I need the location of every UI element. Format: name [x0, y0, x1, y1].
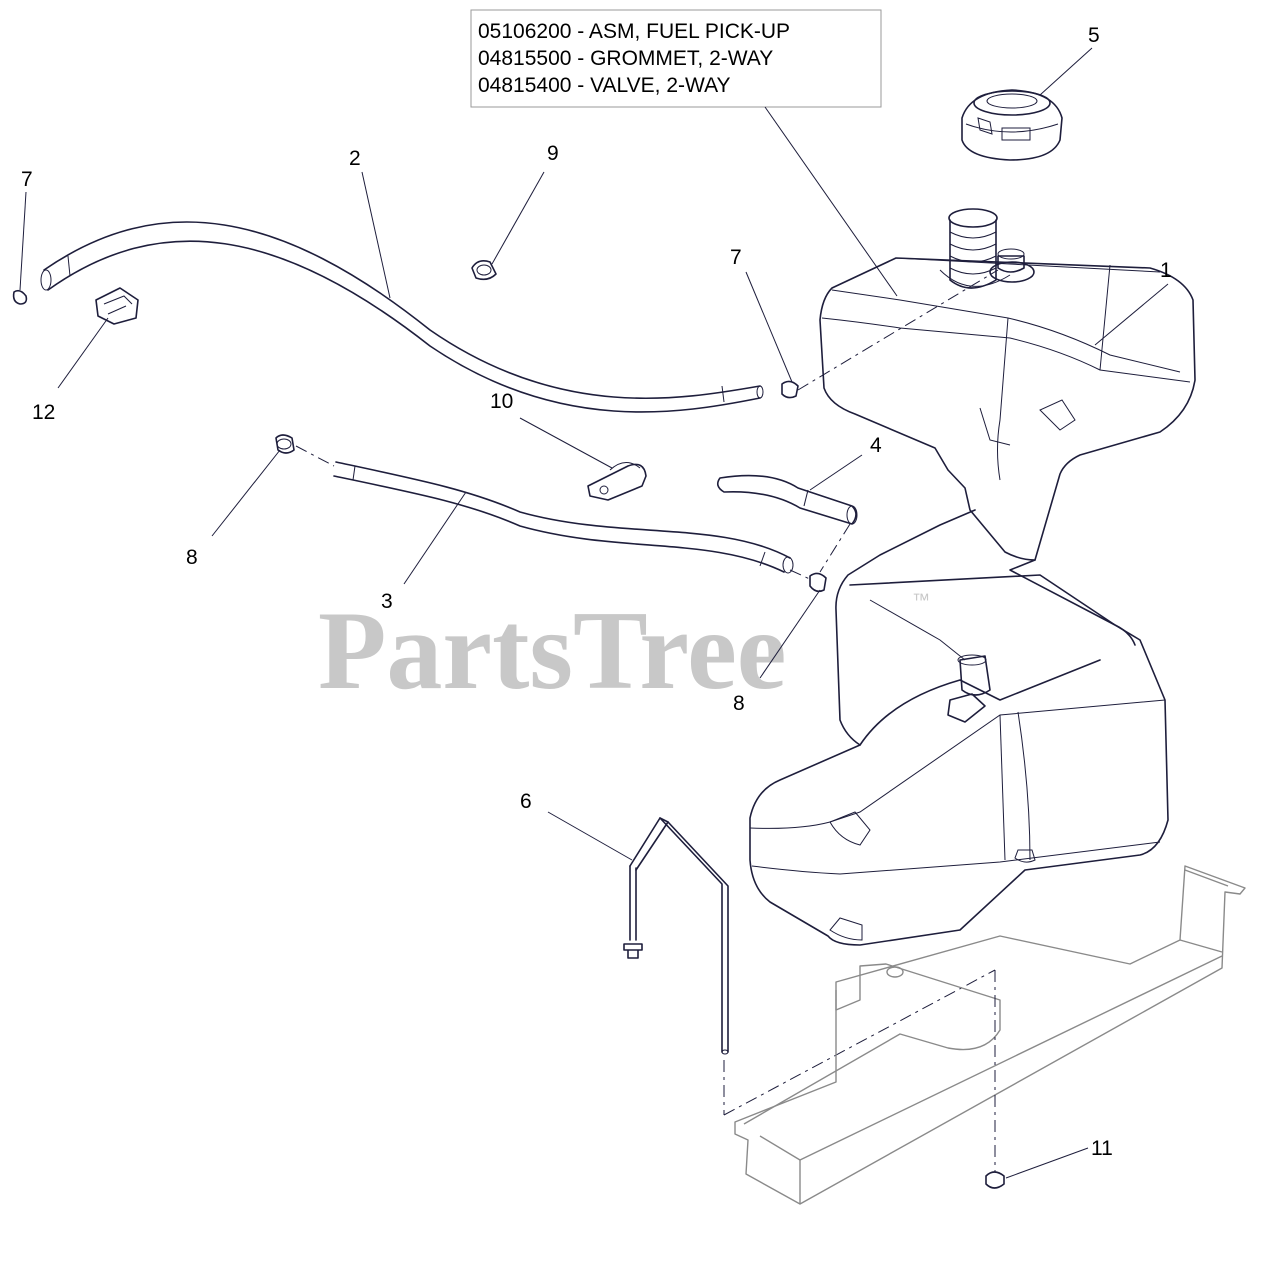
- part-5-fuel-cap[interactable]: [961, 47, 1093, 161]
- watermark-trademark: ™: [912, 590, 930, 610]
- part-8-hose-clamp-left[interactable]: [211, 434, 335, 537]
- note-line-1: 05106200 - ASM, FUEL PICK-UP: [478, 20, 790, 43]
- part-3-fuel-hose[interactable]: [333, 461, 813, 585]
- callout-11: 11: [1091, 1137, 1113, 1160]
- callout-12: 12: [32, 401, 55, 424]
- part-9-hose-clamp[interactable]: [471, 171, 545, 281]
- callout-4: 4: [870, 434, 882, 457]
- part-12-clip[interactable]: [57, 287, 139, 389]
- callout-9: 9: [547, 142, 559, 165]
- part-10-p-clamp[interactable]: [519, 417, 647, 501]
- part-7-hose-clamp-left[interactable]: [12, 191, 28, 305]
- part-8-hose-clamp-right[interactable]: [759, 572, 827, 679]
- callout-8-right: 8: [733, 692, 745, 715]
- callout-7-left: 7: [21, 168, 33, 191]
- part-2-fuel-line[interactable]: [40, 171, 764, 413]
- callout-7-right: 7: [730, 246, 742, 269]
- part-7-hose-clamp-right[interactable]: [745, 269, 999, 399]
- tank-support-bracket: [734, 865, 1246, 1205]
- callout-2: 2: [349, 147, 361, 170]
- callout-1: 1: [1160, 259, 1172, 282]
- callout-10: 10: [490, 390, 513, 413]
- part-4-short-hose[interactable]: [716, 454, 863, 573]
- callout-5: 5: [1088, 24, 1100, 47]
- note-line-2: 04815500 - GROMMET, 2-WAY: [478, 47, 773, 70]
- part-6-fuel-pickup-tube[interactable]: [547, 811, 996, 1116]
- note-line-3: 04815400 - VALVE, 2-WAY: [478, 74, 731, 97]
- callout-note: 05106200 - ASM, FUEL PICK-UP 04815500 - …: [470, 9, 898, 297]
- part-1-fuel-tank[interactable]: [749, 208, 1196, 946]
- callout-3: 3: [381, 590, 393, 613]
- callout-8-left: 8: [186, 546, 198, 569]
- callout-6: 6: [520, 790, 532, 813]
- part-11-grommet[interactable]: [985, 1147, 1089, 1189]
- watermark-text: PartsTree: [318, 589, 787, 713]
